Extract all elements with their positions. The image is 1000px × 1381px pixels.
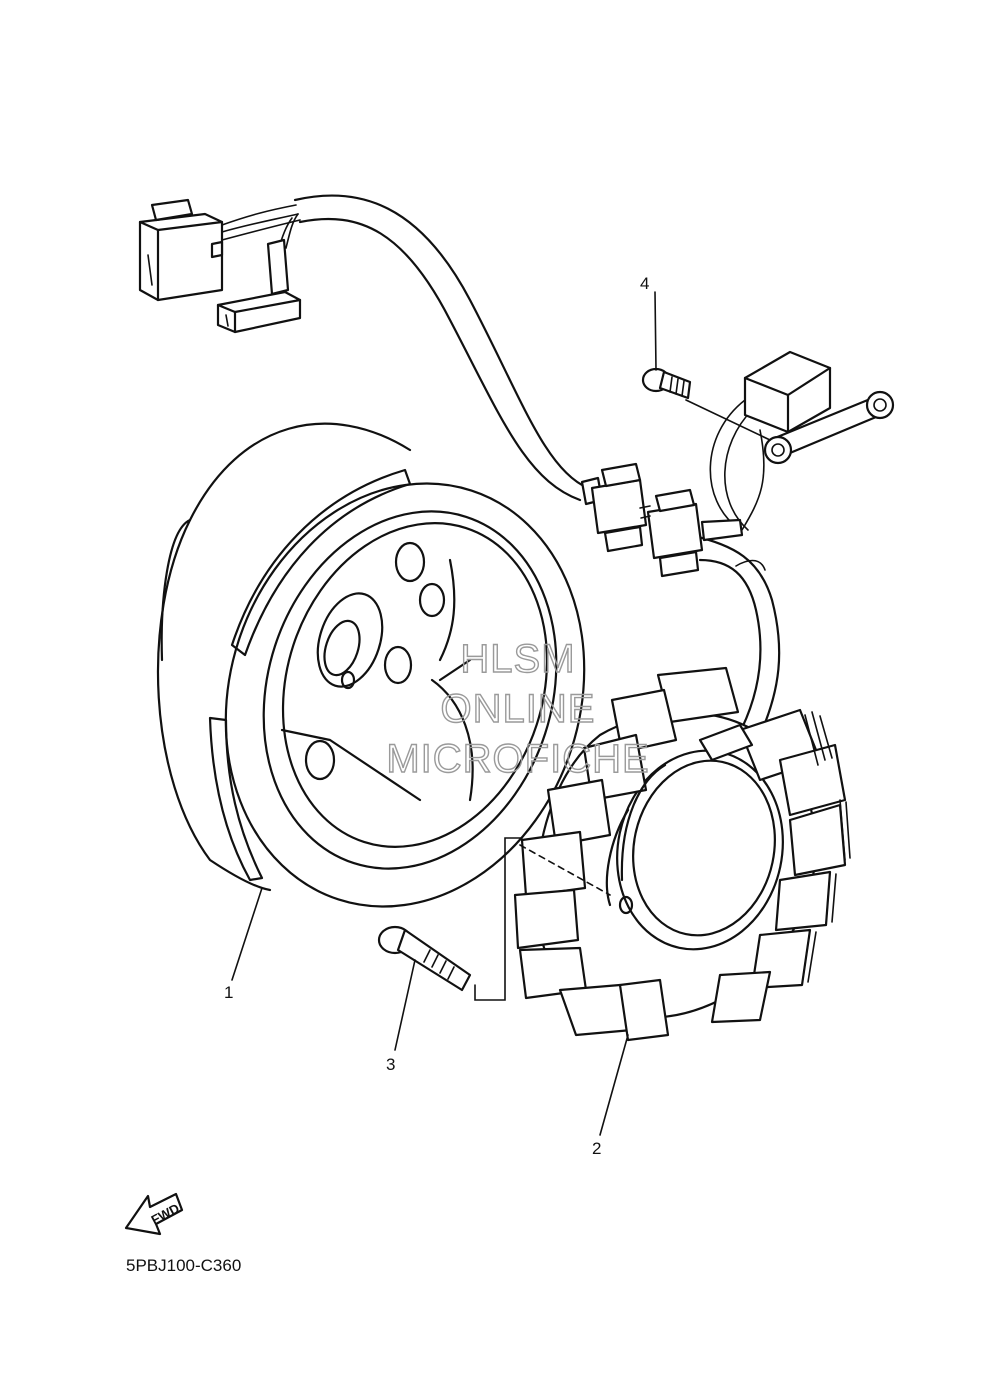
coupler-large bbox=[138, 198, 224, 302]
diagram-code: 5PBJ100-C360 bbox=[126, 1256, 241, 1275]
alignment-bracket bbox=[474, 837, 523, 1001]
coupler-small bbox=[216, 238, 302, 334]
callout-3: 3 bbox=[386, 1055, 395, 1074]
callout-1: 1 bbox=[224, 983, 233, 1002]
callout-2: 2 bbox=[592, 1139, 601, 1158]
fwd-arrow-icon: FWD bbox=[124, 1192, 184, 1236]
wire-harness bbox=[221, 194, 781, 737]
watermark-line-3: MICROFICHE bbox=[386, 737, 649, 781]
watermark-line-1: HLSM bbox=[460, 637, 575, 681]
bolt-4 bbox=[641, 367, 692, 400]
flywheel-rotor bbox=[156, 422, 586, 908]
watermark-line-2: ONLINE bbox=[441, 687, 596, 731]
leader-lines bbox=[231, 291, 657, 1136]
stator bbox=[513, 666, 851, 1042]
bolt-3 bbox=[377, 925, 472, 992]
harness-connector-block bbox=[580, 462, 744, 578]
callout-4: 4 bbox=[640, 274, 649, 293]
pickup-coil bbox=[685, 350, 895, 465]
